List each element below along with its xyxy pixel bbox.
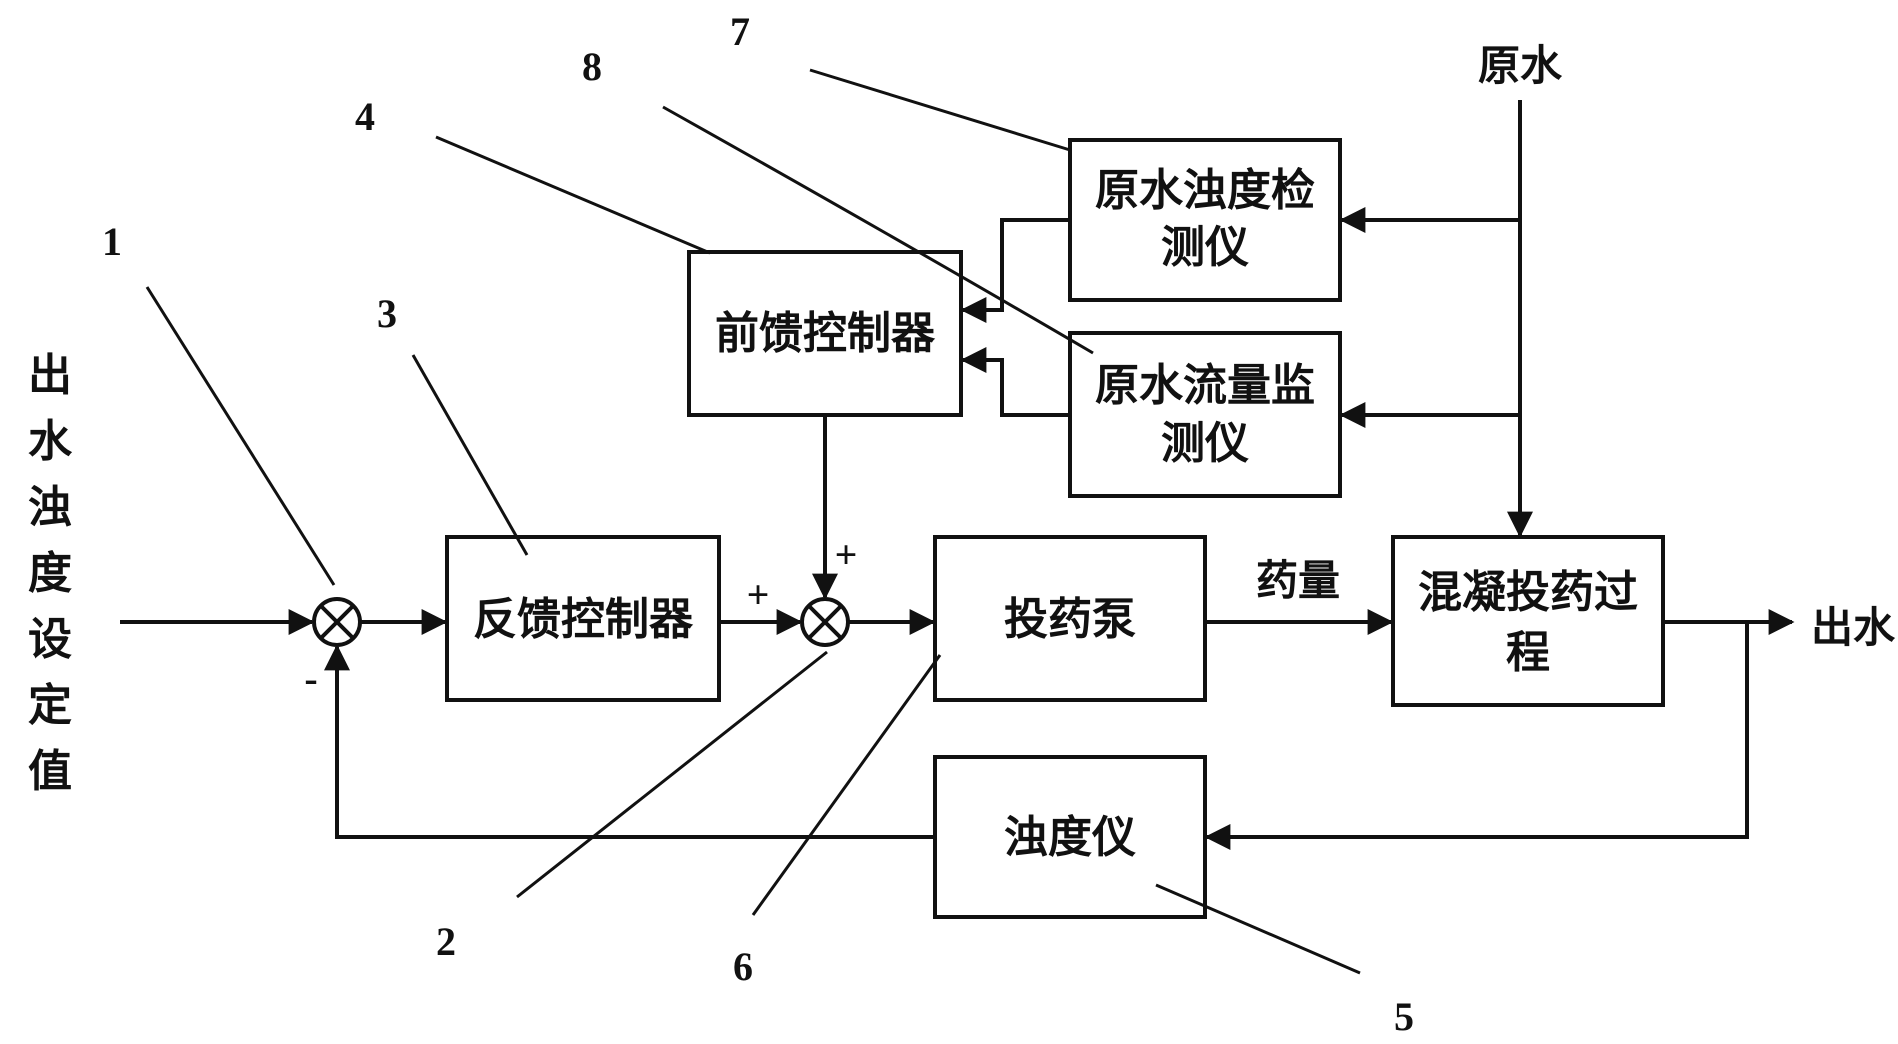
- callout-6-leader: [751, 654, 942, 916]
- dosing-pump-label: 投药泵: [1004, 594, 1136, 645]
- input-label-char: 水: [28, 416, 73, 467]
- callout-6: 6: [733, 944, 753, 989]
- callout-1-leader: [145, 286, 336, 586]
- callout-5: 5: [1394, 994, 1414, 1039]
- raw-flow-monitor-label-line1: 原水流量监: [1095, 360, 1315, 411]
- feedback-controller-label: 反馈控制器: [473, 594, 694, 645]
- feedback-controller-block: 反馈控制器: [445, 535, 721, 702]
- feedback-measure-wire: [324, 644, 935, 839]
- input-label-char: 度: [28, 548, 72, 599]
- input-label-char: 定: [28, 680, 72, 731]
- callout-1: 1: [102, 219, 122, 264]
- callout-2: 2: [436, 919, 456, 964]
- callout-8: 8: [582, 44, 602, 89]
- input-label: 出水浊度设定值: [28, 350, 73, 797]
- coagulation-process-label-line2: 程: [1506, 627, 1550, 678]
- raw-flow-monitor-block: 原水流量监 测仪: [1068, 331, 1342, 498]
- detector-to-feedforward-wire: [960, 218, 1070, 323]
- callout-4: 4: [355, 94, 375, 139]
- raw-flow-monitor-label-line2: 测仪: [1161, 418, 1249, 469]
- coagulation-process-label-line1: 混凝投药过: [1418, 567, 1638, 618]
- output-water-label: 出水: [1811, 603, 1896, 652]
- signal-wires: [120, 100, 1795, 850]
- dosage-label: 药量: [1256, 556, 1340, 605]
- callout-4-leader: [435, 135, 711, 255]
- callout-5-leader: [1155, 883, 1361, 975]
- summing-junction-1: [312, 597, 362, 647]
- callout-leaders: [145, 68, 1361, 975]
- feedforward-controller-block: 前馈控制器: [687, 250, 963, 417]
- plus-sign-left: +: [747, 572, 770, 617]
- callout-3: 3: [377, 291, 397, 336]
- input-label-char: 出: [28, 350, 72, 401]
- feedforward-controller-label: 前馈控制器: [715, 308, 936, 359]
- turbidimeter-block: 浊度仪: [933, 755, 1207, 919]
- input-label-text: 出水浊度设定值: [28, 350, 73, 797]
- raw-turbidity-detector-block: 原水浊度检 测仪: [1068, 138, 1342, 302]
- input-label-char: 设: [28, 614, 72, 665]
- raw-turbidity-detector-label-line1: 原水浊度检: [1095, 165, 1315, 216]
- callout-8-leader: [662, 105, 1094, 355]
- summing-junction-2: [800, 597, 850, 647]
- dosing-pump-block: 投药泵: [933, 535, 1207, 702]
- callout-2-leader: [516, 650, 828, 899]
- plus-sign-top: +: [835, 532, 858, 577]
- flow-to-feedforward-wire: [960, 347, 1070, 417]
- coagulation-process-block: 混凝投药过 程: [1391, 535, 1665, 707]
- turbidimeter-label: 浊度仪: [1004, 812, 1136, 863]
- callout-7-leader: [809, 68, 1071, 152]
- callout-7: 7: [730, 9, 750, 54]
- output-sampling-wire: [1204, 622, 1749, 850]
- callout-3-leader: [411, 354, 529, 556]
- input-label-char: 值: [28, 746, 72, 797]
- minus-sign: -: [304, 656, 317, 701]
- input-label-char: 浊: [28, 482, 72, 533]
- raw-water-label: 原水: [1478, 41, 1563, 90]
- raw-turbidity-detector-label-line2: 测仪: [1161, 222, 1249, 273]
